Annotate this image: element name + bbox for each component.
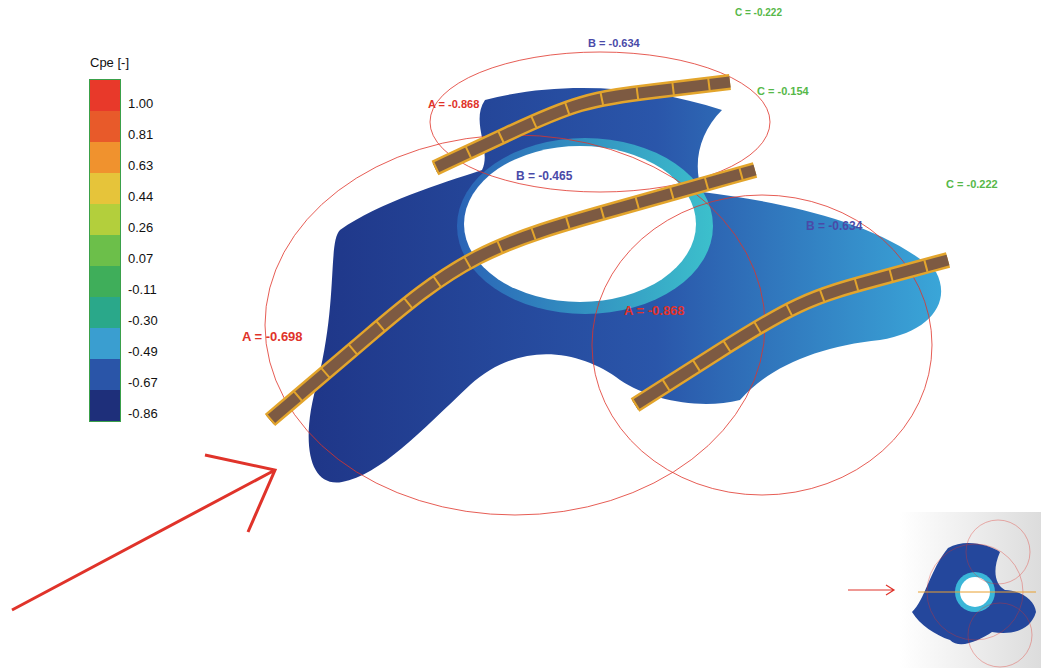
legend-value: 0.81	[128, 127, 153, 142]
legend-title: Cpe [-]	[90, 56, 129, 70]
color-swatch	[90, 142, 120, 173]
legend-value: 0.26	[128, 220, 153, 235]
color-swatch	[90, 328, 120, 359]
color-swatch	[90, 390, 120, 421]
legend-value: 1.00	[128, 96, 153, 111]
color-swatch	[90, 297, 120, 328]
pressure-value: B = -0.465	[516, 169, 572, 183]
pressure-value: B = -0.634	[806, 219, 862, 233]
legend-value: 0.63	[128, 158, 153, 173]
roof-beams	[270, 82, 948, 420]
pressure-value: A = -0.698	[242, 330, 303, 344]
color-swatch	[90, 173, 120, 204]
pressure-value: C = -0.222	[946, 177, 998, 191]
legend-value: -0.30	[128, 313, 158, 328]
legend-value: -0.86	[128, 406, 158, 421]
wind-arrow	[12, 455, 275, 610]
legend-value: 0.07	[128, 251, 153, 266]
pressure-value: A = -0.868	[624, 304, 685, 318]
legend-value: -0.67	[128, 375, 158, 390]
pressure-value: C = -0.222	[735, 6, 782, 20]
color-swatch	[90, 235, 120, 266]
pressure-value: B = -0.634	[588, 36, 640, 50]
legend-value: 0.44	[128, 189, 153, 204]
color-swatch	[90, 266, 120, 297]
color-swatch	[90, 204, 120, 235]
legend-value: -0.11	[128, 282, 157, 297]
legend-value: -0.49	[128, 344, 158, 359]
pressure-value: C = -0.154	[757, 84, 809, 98]
colorbar-frame	[89, 79, 121, 422]
zone-ellipses	[265, 52, 932, 515]
color-swatch	[90, 111, 120, 142]
color-swatch	[90, 80, 120, 111]
color-swatch	[90, 359, 120, 390]
pressure-value: A = -0.868	[428, 97, 479, 111]
inset-view	[848, 512, 1041, 668]
